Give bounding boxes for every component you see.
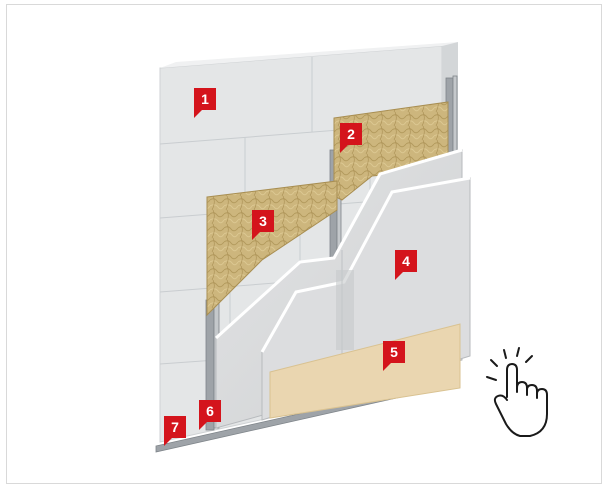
marker-number: 6 bbox=[206, 403, 214, 419]
marker-number: 1 bbox=[201, 91, 209, 107]
marker-number: 7 bbox=[171, 419, 179, 435]
marker-number: 2 bbox=[347, 126, 355, 142]
marker-number: 4 bbox=[402, 253, 410, 269]
marker-number: 5 bbox=[390, 344, 398, 360]
tap-hand-icon[interactable] bbox=[487, 348, 547, 436]
marker-number: 3 bbox=[259, 213, 267, 229]
